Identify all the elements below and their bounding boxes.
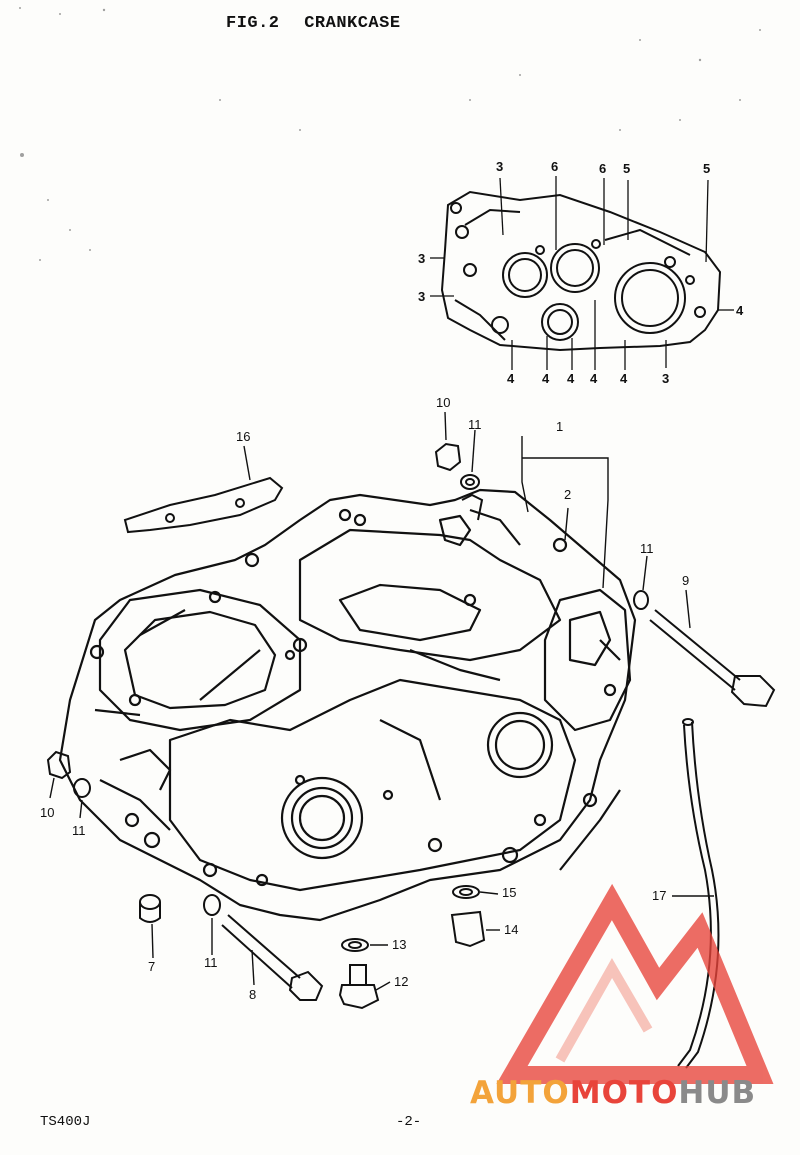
part-8-bolt	[203, 894, 324, 1001]
inset-callout-5b: 5	[703, 161, 711, 176]
callout-1-crankcase: 1	[556, 419, 564, 434]
callout-8: 8	[249, 987, 257, 1002]
parts-10-11-left	[46, 750, 91, 798]
callout-10-top: 10	[436, 395, 451, 410]
main-leader-lines	[49, 411, 714, 991]
figure-name: CRANKCASE	[304, 14, 401, 33]
inset-callout-4-right: 4	[736, 303, 744, 318]
model-code: TS400J	[40, 1114, 91, 1130]
part-7-dowel	[139, 894, 161, 923]
inset-callout-5a: 5	[623, 161, 631, 176]
watermark-hub: HUB	[678, 1075, 757, 1111]
watermark-auto: AUTO	[470, 1075, 570, 1111]
watermark-moto: MOTO	[569, 1075, 679, 1111]
callout-14: 14	[504, 922, 519, 937]
scan-noise	[19, 7, 761, 261]
inset-callout-4-b5: 4	[620, 371, 628, 386]
callout-12: 12	[394, 974, 409, 989]
inset-callout-3-left-lower: 3	[418, 289, 426, 304]
inset-crankcase-outline	[440, 190, 722, 352]
watermark-wordmark: AUTOMOTOHUB	[470, 1075, 756, 1111]
inset-leader-lines	[430, 176, 734, 370]
inset-callout-4-b1: 4	[507, 371, 515, 386]
callout-11-left: 11	[72, 823, 86, 838]
callout-11-top: 11	[468, 417, 482, 432]
part-9-bolt	[633, 590, 776, 708]
callout-10-left: 10	[40, 805, 55, 820]
inset-callout-4-b4: 4	[590, 371, 598, 386]
inset-callout-3-bottom: 3	[662, 371, 670, 386]
inset-callout-4-b3: 4	[567, 371, 575, 386]
parts-10-11-top	[434, 442, 484, 521]
callout-9: 9	[682, 573, 690, 588]
inset-callout-4-b2: 4	[542, 371, 550, 386]
inset-callout-6a: 6	[551, 159, 559, 174]
inset-callout-6b: 6	[599, 161, 607, 176]
watermark-logo-icon	[496, 883, 774, 1084]
inset-callout-3-left-upper: 3	[418, 251, 426, 266]
part-17-hose	[677, 718, 720, 1069]
parts-14-15-plug	[450, 885, 486, 948]
crankcase-assembly	[58, 488, 637, 922]
callout-15: 15	[502, 885, 517, 900]
callout-11-right: 11	[640, 541, 654, 556]
callout-7: 7	[148, 959, 156, 974]
inset-callout-3-top: 3	[496, 159, 504, 174]
parts-12-13-plug	[338, 938, 380, 1010]
figure-title: FIG.2 CRANKCASE	[226, 14, 415, 33]
callout-11-bottom: 11	[204, 955, 218, 970]
part-16-bracket	[123, 476, 284, 534]
callout-13: 13	[392, 937, 407, 952]
page-number: -2-	[396, 1114, 422, 1130]
figure-number: FIG.2	[226, 14, 280, 33]
callout-2: 2	[564, 487, 572, 502]
callout-17: 17	[652, 888, 667, 903]
callout-16: 16	[236, 429, 251, 444]
